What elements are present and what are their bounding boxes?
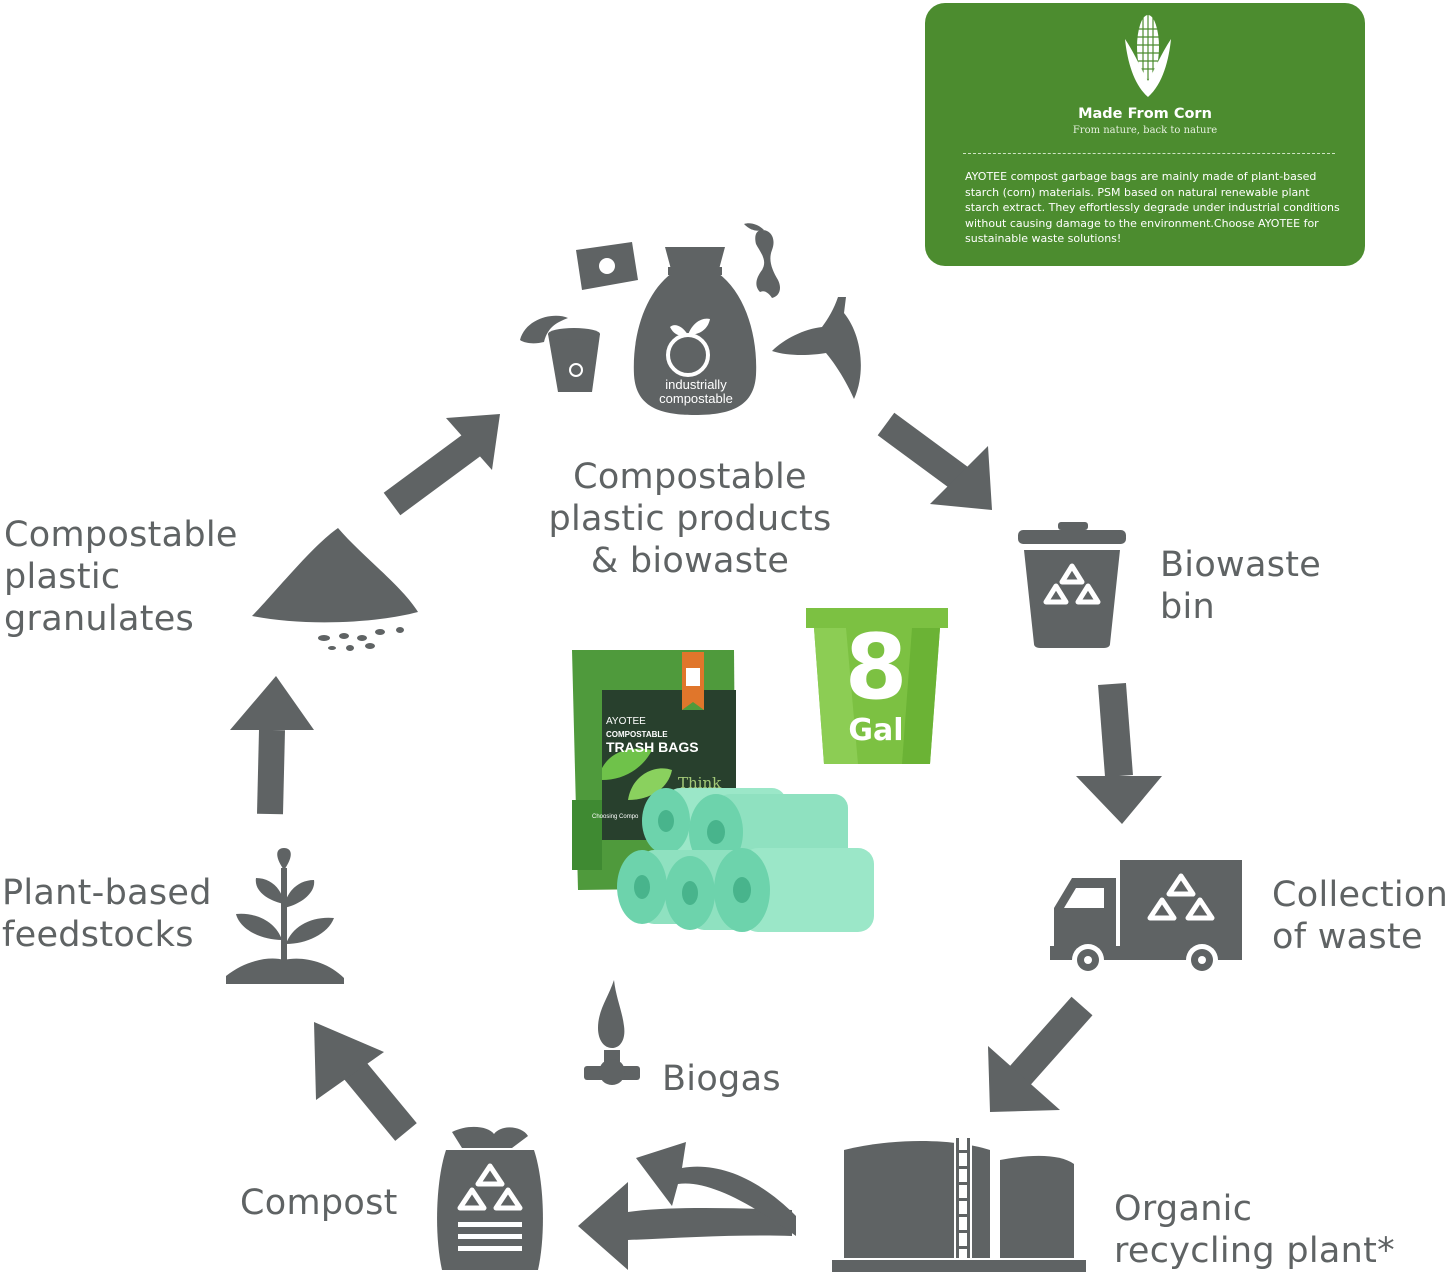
banana-peel-icon xyxy=(772,297,861,399)
granulates-line-3: granulates xyxy=(4,599,195,639)
product-name: TRASH BAGS xyxy=(606,739,699,755)
seedling-icon xyxy=(226,848,344,984)
plant-line-1: Organic xyxy=(1114,1189,1253,1229)
infobox-body: AYOTEE compost garbage bags are mainly m… xyxy=(965,170,1340,245)
arrow-collection-to-plant xyxy=(988,996,1093,1112)
made-from-corn-card: Made From Corn From nature, back to natu… xyxy=(925,3,1365,266)
collection-truck-icon xyxy=(1050,860,1242,976)
bin-line-2: bin xyxy=(1160,587,1216,627)
granulates-pile-icon xyxy=(252,528,418,651)
cup-icon xyxy=(520,315,600,392)
granulates-label: Compostable plastic granulates xyxy=(4,514,238,640)
granulates-line-1: Compostable xyxy=(4,515,238,555)
bin-label: Biowaste bin xyxy=(1160,544,1321,628)
product-brand: AYOTEE xyxy=(606,716,646,727)
size-unit: Gal xyxy=(848,713,904,748)
arrow-bin-to-collection xyxy=(1076,682,1162,824)
arrow-plant-to-biogas xyxy=(636,1142,796,1236)
biowaste-bin-icon xyxy=(1018,522,1126,648)
size-bucket-badge xyxy=(806,608,948,764)
compostable-bag-icon xyxy=(633,247,757,415)
arrow-compost-to-feedstocks xyxy=(314,1022,417,1141)
recycling-plant-icon xyxy=(832,1138,1086,1272)
granulates-line-2: plastic xyxy=(4,557,121,597)
infobox-subtitle: From nature, back to nature xyxy=(1072,125,1218,136)
feedstocks-label: Plant-based feedstocks xyxy=(2,872,212,956)
compost-label: Compost xyxy=(240,1183,398,1223)
apple-core-icon xyxy=(744,223,780,298)
arrow-products-to-bin xyxy=(877,412,992,510)
feedstocks-line-2: feedstocks xyxy=(2,915,194,955)
products-label: Compostable plastic products & biowaste xyxy=(548,456,832,582)
collection-label: Collection of waste xyxy=(1272,874,1445,958)
infobox-divider xyxy=(963,153,1335,154)
biogas-label: Biogas xyxy=(662,1059,781,1099)
products-line-3: & biowaste xyxy=(590,541,790,581)
collection-line-2: of waste xyxy=(1272,917,1423,957)
biogas-flame-icon xyxy=(584,980,640,1085)
arrow-granulates-to-products xyxy=(383,414,500,516)
products-line-1: Compostable xyxy=(573,457,807,497)
product-tagline: Think xyxy=(678,774,722,792)
infobox-title: Made From Corn xyxy=(1078,106,1212,122)
arrow-plant-to-compost xyxy=(578,1182,792,1270)
badge-line-1: industrially xyxy=(665,377,727,392)
corn-icon xyxy=(1125,15,1171,97)
collection-line-1: Collection xyxy=(1272,875,1445,915)
trash-bag-rolls xyxy=(617,788,874,932)
plant-label: Organic recycling plant* xyxy=(1114,1188,1395,1272)
product-caption: Choosing Compo xyxy=(592,814,639,820)
wrapper-icon xyxy=(576,242,638,290)
bin-line-1: Biowaste xyxy=(1160,545,1322,585)
products-line-2: plastic products xyxy=(548,499,832,539)
compost-sack-icon xyxy=(437,1126,543,1270)
feedstocks-line-1: Plant-based xyxy=(2,873,212,913)
arrow-feedstocks-to-granulates xyxy=(230,676,314,815)
size-number: 8 xyxy=(844,615,908,720)
badge-line-2: compostable xyxy=(659,391,733,406)
product-subtitle: COMPOSTABLE xyxy=(606,730,668,739)
compostable-badge: industrially compostable xyxy=(640,378,752,406)
plant-line-2: recycling plant* xyxy=(1114,1231,1395,1271)
